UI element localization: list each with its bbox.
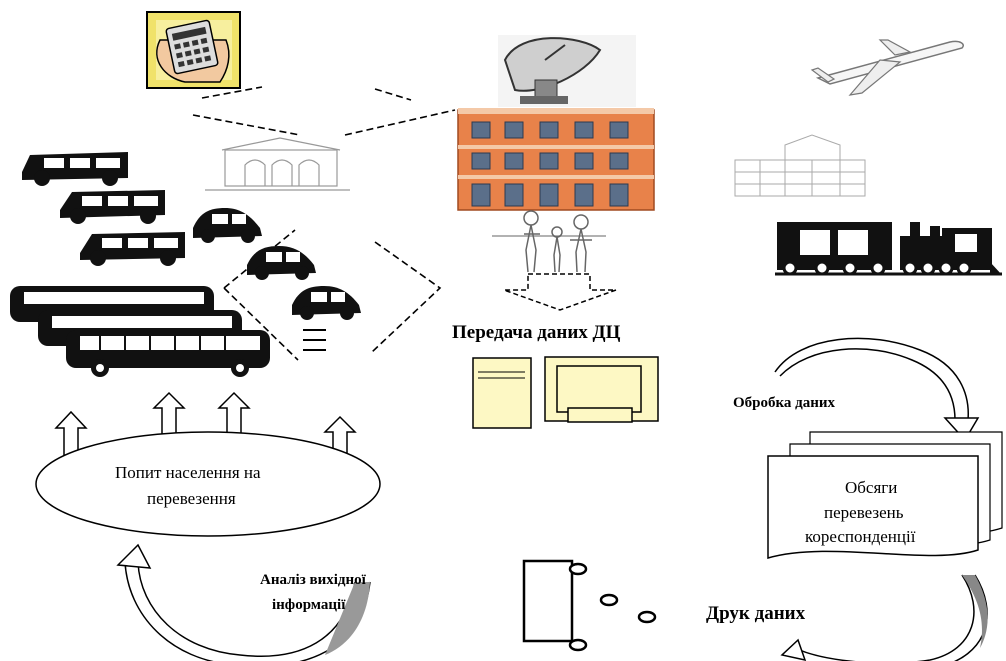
printer-icon <box>522 559 657 652</box>
analysis-label-line1: Аналіз вихідної <box>260 572 366 588</box>
locomotive-icon <box>775 222 1002 276</box>
curved-arrow-left <box>116 543 371 661</box>
computer-icon <box>472 356 659 429</box>
demand-ellipse <box>35 431 381 537</box>
satellite-dish-icon <box>498 35 636 107</box>
station-building-icon <box>734 134 866 197</box>
down-arrow <box>503 273 617 311</box>
bus-icons <box>10 286 270 377</box>
curved-arrow-bottom-right <box>780 574 988 661</box>
list-lines-icon <box>303 329 326 351</box>
volume-label-line3: кореспонденції <box>805 527 916 546</box>
calculator-icon <box>146 11 241 89</box>
volume-label-line1: Обсяги <box>845 478 898 497</box>
data-transfer-label: Передача даних ДЦ <box>452 322 621 343</box>
volume-label-line2: перевезень <box>824 503 904 522</box>
family-icon <box>492 210 606 273</box>
print-label: Друк даних <box>706 603 806 624</box>
analysis-label-line2: інформації <box>272 597 346 613</box>
city-building-icon <box>457 108 655 211</box>
demand-label-line2: перевезення <box>147 489 236 508</box>
curved-arrow-top-right <box>774 337 980 442</box>
station-building-icon <box>205 137 350 191</box>
document-stack <box>767 431 1003 559</box>
airplane-icon <box>810 39 964 96</box>
data-processing-label: Обробка даних <box>733 395 836 411</box>
demand-label-line1: Попит населення на <box>115 463 261 482</box>
